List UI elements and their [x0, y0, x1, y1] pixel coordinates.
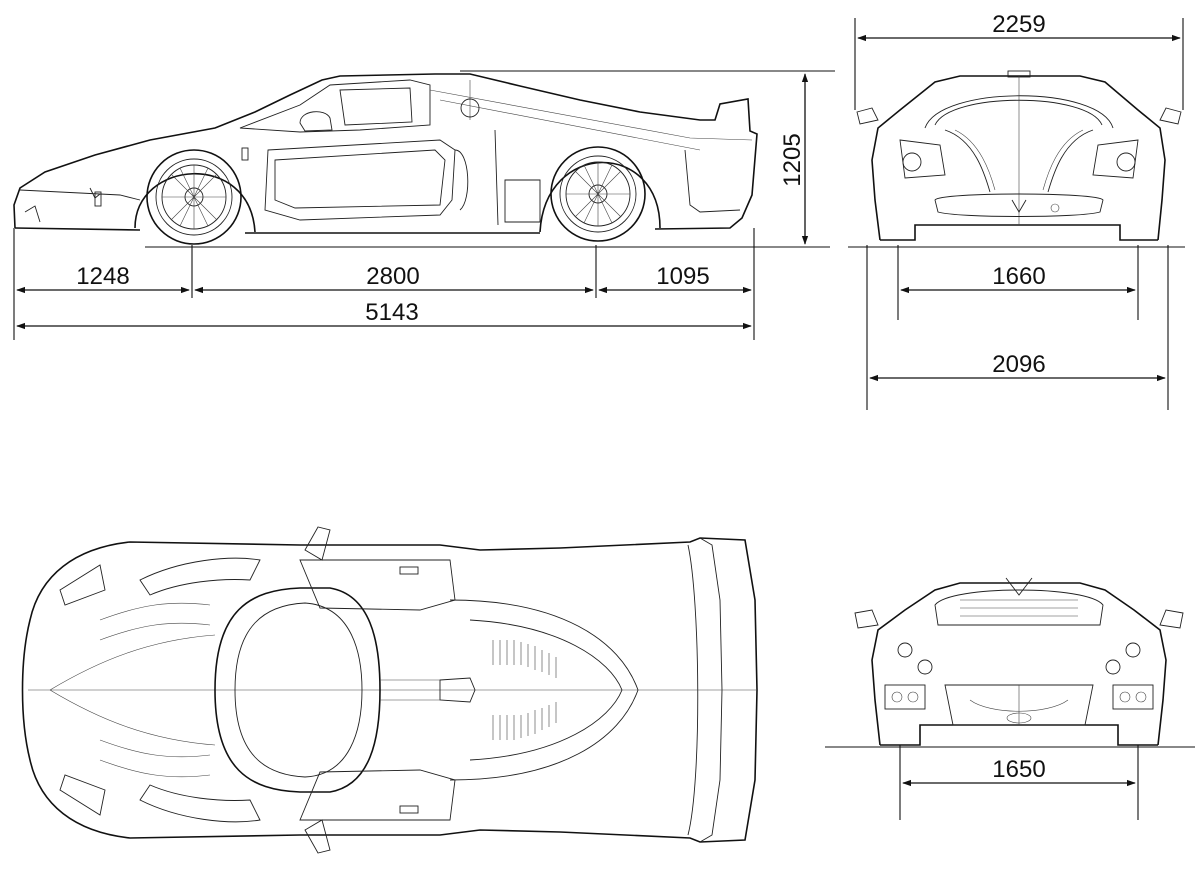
- top-view-drawing: [21, 526, 758, 854]
- overall-length-label: 5143: [365, 299, 418, 326]
- body-width-label: 2096: [992, 351, 1045, 378]
- wheelbase-label: 2800: [366, 263, 419, 290]
- front-view-drawing: [848, 70, 1185, 248]
- side-view-drawing: [13, 73, 830, 248]
- rear-view-drawing: [825, 577, 1195, 748]
- rear-track-label: 1650: [992, 756, 1045, 783]
- engine-louvres: [492, 640, 557, 740]
- front-view-dimensions: 2259 1660 2096: [854, 11, 1184, 410]
- front-overhang-label: 1248: [76, 263, 129, 290]
- rear-view-dimensions: 1650: [899, 745, 1139, 820]
- rear-overhang-label: 1095: [656, 263, 709, 290]
- front-track-label: 1660: [992, 263, 1045, 290]
- height-label: 1205: [779, 133, 806, 186]
- side-view-dimensions: 1248 2800 1095 5143 1205: [13, 70, 835, 340]
- overall-width-label: 2259: [992, 11, 1045, 38]
